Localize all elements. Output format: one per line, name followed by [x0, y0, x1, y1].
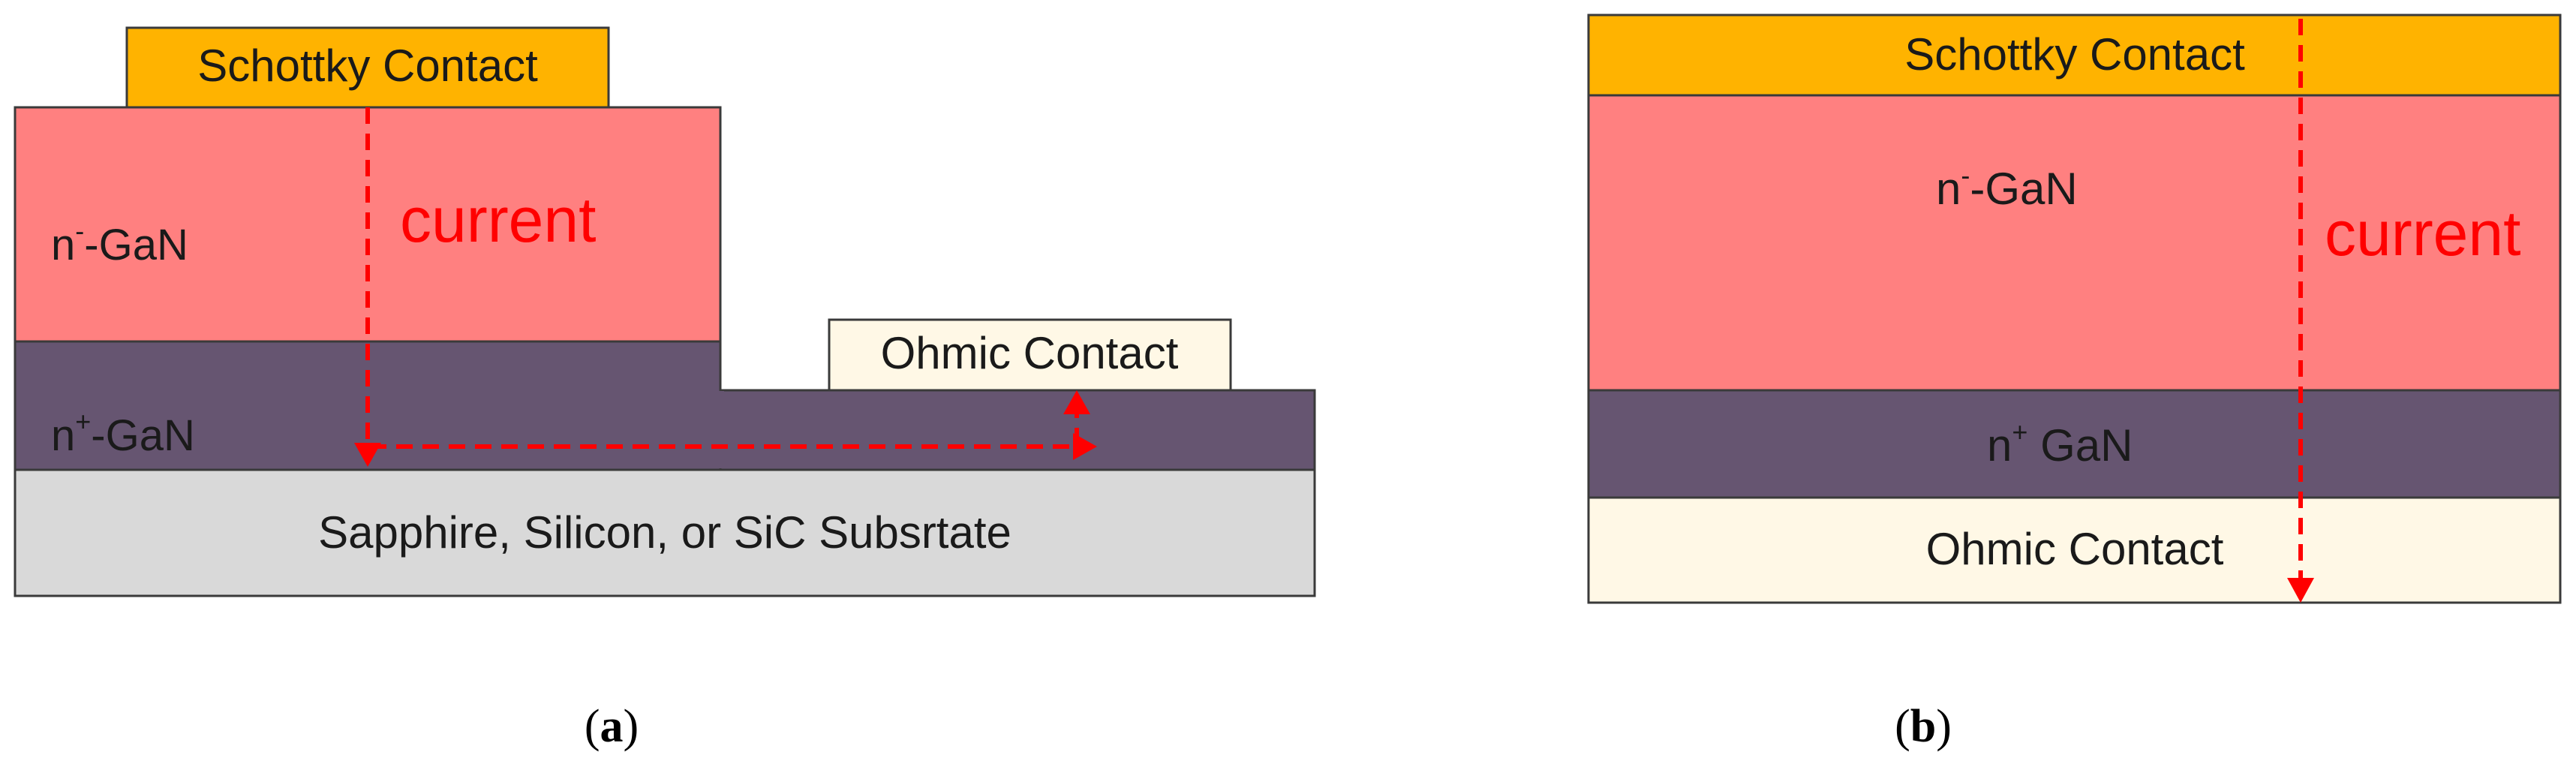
panel-b-vertical-structure: Schottky Contact n--GaN n+ GaN Ohmic Con…	[1587, 14, 2562, 752]
panel-b-caption: (b)	[1895, 701, 1952, 752]
panel-a-schottky-label: Schottky Contact	[197, 41, 538, 91]
panel-a-n-plus-step-cover	[717, 391, 724, 468]
panel-a-n-plus-step	[719, 389, 1316, 471]
panel-a-caption: (a)	[585, 701, 639, 752]
panel-b-ohmic-label: Ohmic Contact	[1926, 524, 2224, 574]
panel-b-schottky-label: Schottky Contact	[1904, 29, 2245, 80]
panel-a-substrate-layer	[14, 468, 1316, 597]
panel-a-current-label: current	[400, 185, 596, 255]
panel-a-ohmic-contact	[828, 318, 1232, 392]
panel-a-n-minus-label: n--GaN	[51, 215, 188, 269]
panel-b-current-label: current	[2325, 198, 2520, 269]
panel-b-schottky-contact	[1587, 14, 2562, 97]
panel-b-n-plus-label: n+ GaN	[1987, 417, 2133, 471]
panel-a-current-arrow	[354, 107, 1097, 467]
panel-a-n-plus-label: n+-GaN	[51, 406, 195, 460]
panel-b-n-minus-layer	[1587, 94, 2562, 392]
panel-a-ohmic-label: Ohmic Contact	[881, 328, 1179, 378]
panel-a-lateral-structure: Schottky Contact n--GaN n+-GaN Ohmic Con…	[14, 26, 1316, 752]
panel-b-n-minus-label: n--GaN	[1936, 160, 2078, 214]
panel-a-substrate-label: Sapphire, Silicon, or SiC Subsrtate	[318, 507, 1011, 558]
panel-a-schottky-contact	[125, 26, 610, 109]
panel-b-n-plus-layer	[1587, 389, 2562, 499]
panel-b-current-arrow	[2287, 19, 2314, 603]
